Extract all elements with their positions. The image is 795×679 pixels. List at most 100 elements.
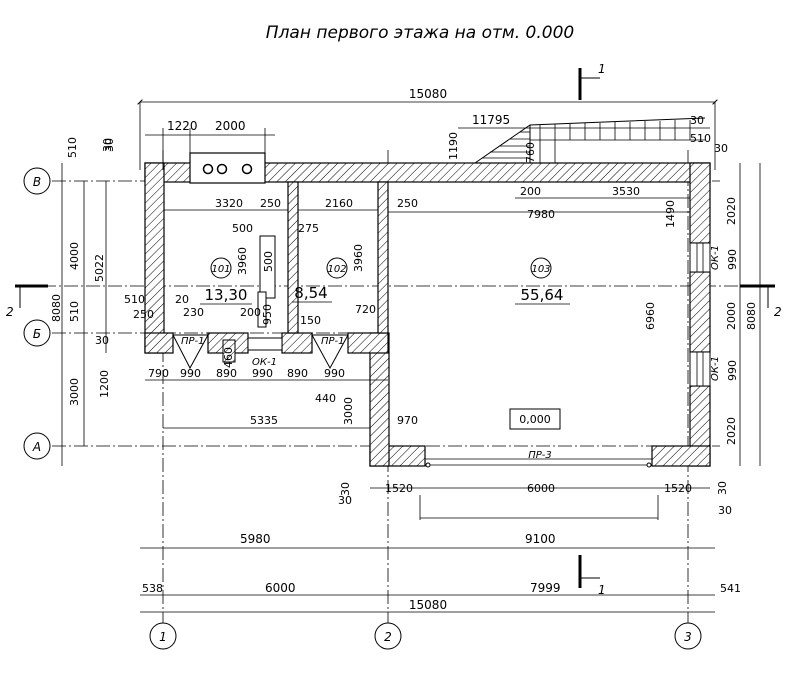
svg-text:200: 200	[520, 185, 541, 198]
svg-text:1520: 1520	[664, 482, 692, 495]
doors-pr1: ПР-1 ПР-1 ОК-1	[172, 334, 349, 370]
label-pr1-b: ПР-1	[321, 336, 345, 347]
svg-text:8080: 8080	[50, 294, 63, 322]
svg-text:5022: 5022	[93, 254, 106, 282]
svg-text:30: 30	[95, 334, 109, 347]
svg-text:2: 2	[6, 305, 14, 319]
svg-text:2000: 2000	[725, 302, 738, 330]
section-mark-1-top: 1	[578, 62, 606, 100]
svg-text:3960: 3960	[236, 247, 249, 275]
dim-openings-row: 790 990 890 990 890 990 440 5335 3000	[145, 367, 388, 429]
svg-text:9100: 9100	[525, 532, 556, 546]
svg-text:103: 103	[531, 264, 550, 275]
svg-text:230: 230	[183, 306, 204, 319]
label-pr3: ПР-3	[528, 450, 552, 461]
room-101: 101 13,30	[200, 257, 252, 305]
svg-text:510: 510	[124, 293, 145, 306]
svg-text:А: А	[32, 440, 41, 454]
svg-text:990: 990	[324, 367, 345, 380]
axis-lines	[20, 150, 770, 625]
room-103: 103 55,64	[515, 257, 570, 305]
room-102-area: 8,54	[294, 284, 327, 302]
axis-bubble-v: В	[23, 167, 51, 195]
svg-text:3530: 3530	[612, 185, 640, 198]
axis-bubble-2: 2	[374, 622, 402, 650]
svg-text:440: 440	[315, 392, 336, 405]
svg-text:6000: 6000	[265, 581, 296, 595]
svg-text:790: 790	[148, 367, 169, 380]
svg-text:990: 990	[726, 360, 739, 381]
svg-text:510: 510	[690, 132, 711, 145]
svg-text:890: 890	[216, 367, 237, 380]
drawing-title: План первого этажа на отм. 0.000	[266, 23, 574, 43]
axis-bubble-b: Б	[23, 319, 51, 347]
svg-text:2: 2	[384, 630, 392, 644]
svg-text:1: 1	[598, 62, 606, 76]
svg-text:1200: 1200	[98, 370, 111, 398]
svg-text:6960: 6960	[644, 302, 657, 330]
svg-text:102: 102	[327, 264, 346, 275]
svg-text:30: 30	[690, 114, 704, 127]
dim-top: 15080 1220 2000 11795 1190 30 30 510 760	[103, 87, 718, 170]
svg-text:2: 2	[774, 305, 782, 319]
svg-text:2160: 2160	[325, 197, 353, 210]
dim-interior: 3320 250 2160 250 7980 200 3530 1490 500…	[95, 185, 690, 427]
svg-text:510: 510	[68, 301, 81, 322]
svg-text:30: 30	[101, 138, 114, 152]
svg-text:990: 990	[180, 367, 201, 380]
svg-text:990: 990	[726, 249, 739, 270]
svg-text:538: 538	[142, 582, 163, 595]
svg-text:В: В	[33, 175, 41, 189]
svg-text:541: 541	[720, 582, 741, 595]
svg-text:5335: 5335	[250, 414, 278, 427]
axis-bubble-1: 1	[149, 622, 177, 650]
svg-text:30: 30	[718, 504, 732, 517]
svg-text:275: 275	[298, 222, 319, 235]
interior-walls	[189, 152, 389, 334]
svg-text:1490: 1490	[664, 200, 677, 228]
svg-text:30: 30	[716, 481, 729, 495]
svg-text:2000: 2000	[215, 119, 246, 133]
room-102: 102 8,54	[292, 257, 348, 303]
svg-text:8080: 8080	[745, 302, 758, 330]
svg-text:510: 510	[66, 137, 79, 158]
svg-text:1190: 1190	[447, 132, 460, 160]
room-103-area: 55,64	[521, 286, 564, 304]
svg-text:970: 970	[397, 414, 418, 427]
svg-text:760: 760	[524, 142, 537, 163]
svg-text:15080: 15080	[409, 87, 447, 101]
label-ok1-bottom: ОК-1	[252, 357, 277, 368]
label-pr1-a: ПР-1	[181, 336, 205, 347]
dim-bottom: 30 30 1520 6000 1520 5980 9100 538 6000 …	[140, 482, 741, 613]
svg-text:720: 720	[355, 303, 376, 316]
svg-text:3000: 3000	[68, 378, 81, 406]
svg-text:200: 200	[240, 306, 261, 319]
svg-text:0,000: 0,000	[519, 413, 551, 426]
label-ok1-right-top: ОК-1	[710, 245, 721, 270]
dim-left: 510 30 4000 5022 8080 510 3000	[50, 137, 114, 466]
svg-text:250: 250	[133, 308, 154, 321]
svg-text:5980: 5980	[240, 532, 271, 546]
svg-text:30: 30	[338, 494, 352, 507]
svg-text:250: 250	[397, 197, 418, 210]
svg-text:6000: 6000	[527, 482, 555, 495]
opening-pr3: ПР-3	[425, 450, 652, 468]
label-ok1-right-bottom: ОК-1	[710, 356, 721, 381]
svg-text:950: 950	[261, 304, 274, 325]
svg-text:1220: 1220	[167, 119, 198, 133]
svg-text:30: 30	[714, 142, 728, 155]
svg-text:20: 20	[175, 293, 189, 306]
section-mark-2-left: 2	[6, 284, 48, 319]
room-101-area: 13,30	[205, 286, 248, 304]
svg-text:15080: 15080	[409, 598, 447, 612]
axis-bubble-3: 3	[674, 622, 702, 650]
svg-text:2020: 2020	[725, 417, 738, 445]
svg-text:460: 460	[222, 347, 235, 368]
section-mark-1-bottom: 1	[578, 555, 606, 597]
svg-text:1: 1	[598, 583, 606, 597]
svg-text:150: 150	[300, 314, 321, 327]
svg-text:Б: Б	[33, 327, 41, 341]
exterior-walls	[144, 162, 711, 467]
svg-text:30: 30	[103, 138, 116, 152]
